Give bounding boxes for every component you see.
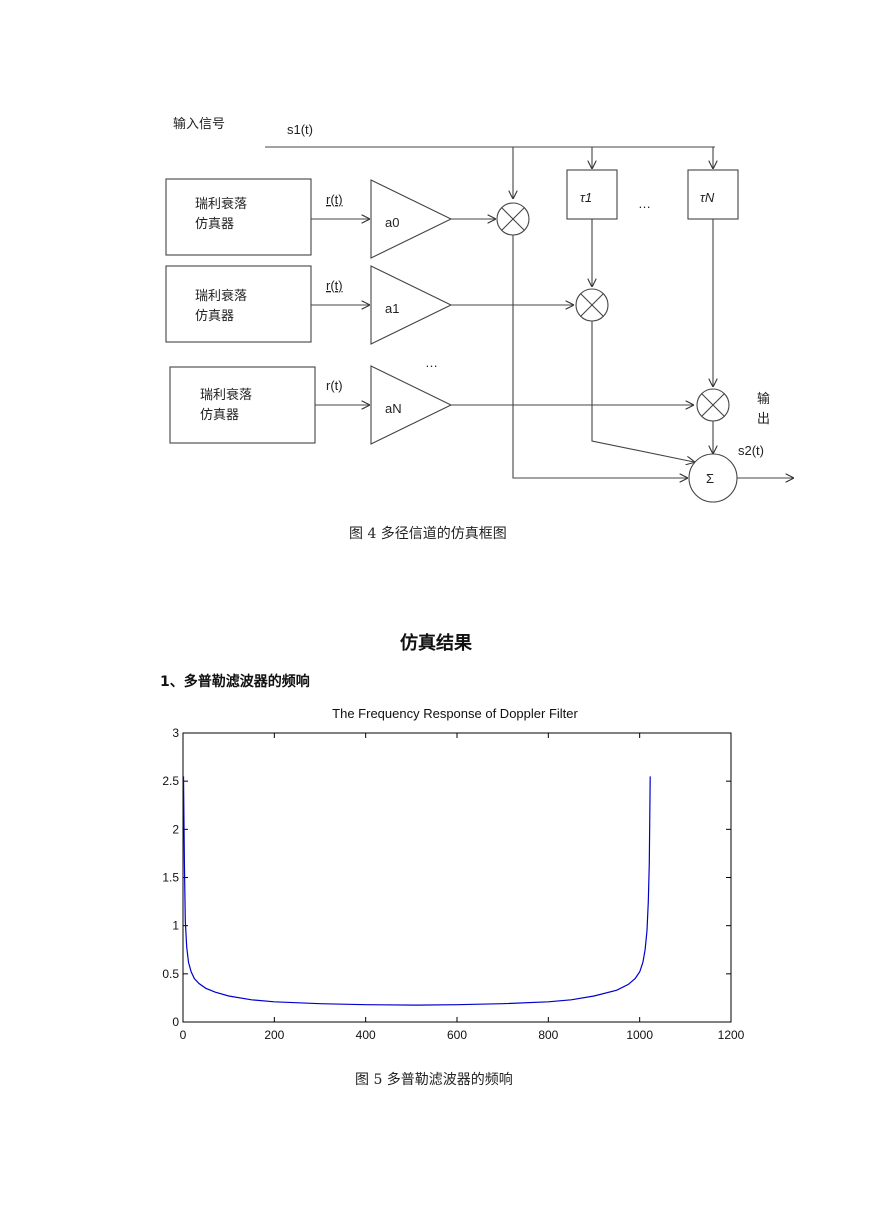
rayleigh-box-1	[165, 265, 312, 343]
multiplier-1	[575, 288, 609, 322]
x-tick-label: 600	[447, 1028, 467, 1042]
y-tick-label: 1	[172, 919, 179, 933]
series-line	[182, 776, 651, 1006]
amp-label-an: aN	[385, 401, 402, 416]
x-tick-label: 800	[538, 1028, 558, 1042]
r-label-1: r(t)	[326, 278, 343, 293]
amp-label-a1: a1	[385, 301, 399, 316]
amplifier-a1	[370, 265, 453, 345]
y-tick-label: 0.5	[162, 967, 179, 981]
ellipsis-branch: …	[425, 355, 438, 370]
output-label-a: 输	[757, 391, 770, 406]
rayleigh-label-nb: 仿真器	[200, 407, 239, 422]
input-label: 输入信号	[173, 116, 225, 131]
multipath-block-diagram: 输入信号 s1(t) 瑞利衰落 仿真器 瑞利衰落 仿真器 瑞利衰落 仿真器 r(…	[165, 116, 869, 503]
x-tick-label: 1000	[626, 1028, 653, 1042]
y-tick-label: 3	[172, 726, 179, 740]
output-label-b: 出	[757, 411, 770, 426]
x-tick-label: 200	[264, 1028, 284, 1042]
rayleigh-box-0	[165, 178, 312, 256]
x-tick-label: 0	[180, 1028, 187, 1042]
y-tick-label: 2.5	[162, 774, 179, 788]
output-signal-label: s2(t)	[738, 443, 764, 458]
r-label-n: r(t)	[326, 378, 343, 393]
delay-label-1: τ1	[580, 190, 592, 205]
r-label-0: r(t)	[326, 192, 343, 207]
figure-4-caption: 图 4 多径信道的仿真框图	[349, 526, 507, 542]
rayleigh-label-na: 瑞利衰落	[200, 387, 252, 402]
sum-symbol: Σ	[706, 471, 714, 486]
y-tick-label: 0	[172, 1015, 179, 1029]
rayleigh-box-n	[169, 366, 316, 444]
amplifier-a0	[370, 179, 453, 259]
input-signal-label: s1(t)	[287, 122, 313, 137]
rayleigh-label-1b: 仿真器	[195, 308, 234, 323]
rayleigh-label-0a: 瑞利衰落	[195, 196, 247, 211]
delay-label-n: τN	[700, 190, 715, 205]
x-tick-label: 1200	[718, 1028, 745, 1042]
plot-area	[182, 732, 732, 1023]
amp-label-a0: a0	[385, 215, 399, 230]
subsection-heading: 1、多普勒滤波器的频响	[160, 674, 310, 690]
rayleigh-label-0b: 仿真器	[195, 216, 234, 231]
multiplier-0	[496, 202, 530, 236]
rayleigh-label-1a: 瑞利衰落	[195, 288, 247, 303]
chart-title: The Frequency Response of Doppler Filter	[332, 706, 578, 721]
section-title: 仿真结果	[400, 633, 472, 654]
ellipsis-delay: …	[638, 196, 651, 211]
y-tick-label: 1.5	[162, 871, 179, 885]
x-tick-label: 400	[356, 1028, 376, 1042]
y-tick-label: 2	[172, 822, 179, 836]
figure-5-caption: 图 5 多普勒滤波器的频响	[355, 1072, 513, 1088]
amplifier-an	[370, 365, 453, 445]
multiplier-n	[696, 388, 730, 422]
